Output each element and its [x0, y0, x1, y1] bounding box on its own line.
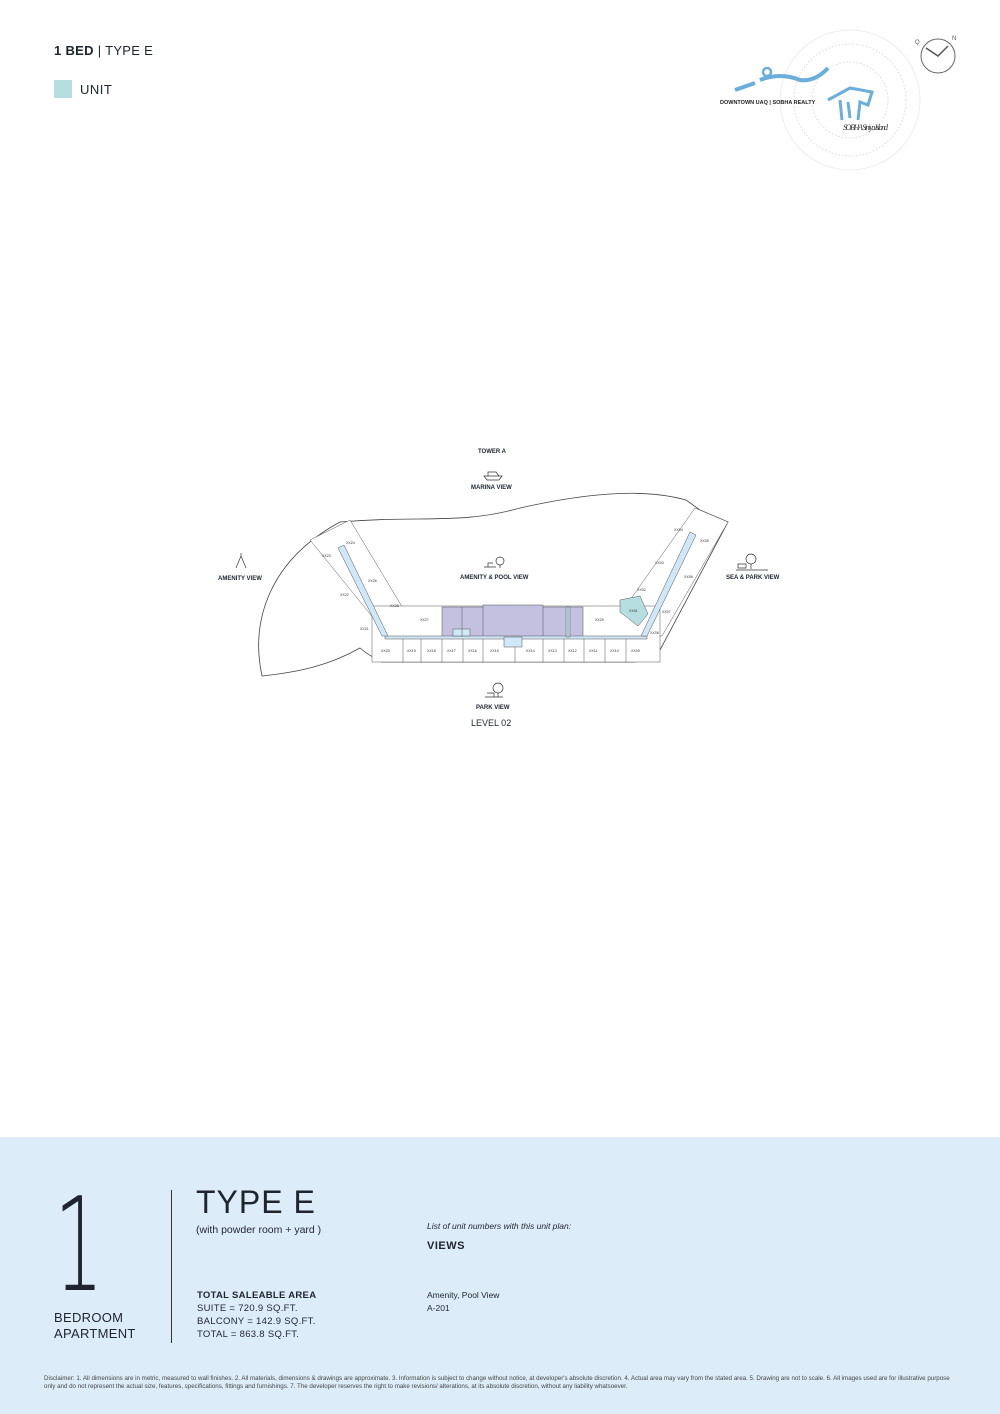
unit-label: XX07	[662, 610, 671, 614]
coastline-icon	[734, 66, 830, 92]
park-icon	[485, 682, 504, 698]
unit-number: A-201	[427, 1303, 450, 1313]
pool-tree-icon	[484, 556, 505, 568]
key-map: DOWNTOWN UAQ | SOBHA REALTY SOBHA Siniya…	[720, 29, 956, 171]
unit-label: XX03	[655, 561, 664, 565]
views-heading: VIEWS	[427, 1240, 465, 1252]
unit-label: XX05	[700, 539, 709, 543]
tower-label: TOWER A	[478, 449, 507, 455]
disclaimer: Disclaimer: 1. All dimensions are in met…	[44, 1375, 950, 1390]
view-info: Amenity, Pool View A-201	[427, 1289, 499, 1315]
unit-list-heading: List of unit numbers with this unit plan…	[427, 1221, 572, 1231]
unit-label: XX25	[390, 604, 399, 608]
legend: UNIT	[54, 80, 112, 98]
unit-label: XX08	[650, 631, 659, 635]
area-title: TOTAL SALEABLE AREA	[197, 1290, 317, 1301]
unit-label: XX20	[381, 649, 390, 653]
plan-title: 1 BED | TYPE E	[54, 43, 153, 58]
type-subtitle: (with powder room + yard )	[196, 1224, 322, 1236]
bedroom-count: 1	[54, 1169, 104, 1321]
floor-plan: TOWER A MARINA VIEW AMENITY VIEW AMENITY…	[218, 449, 780, 728]
unit-label: XX27	[420, 618, 429, 622]
suite-area: SUITE = 720.9 SQ.FT.	[197, 1303, 298, 1314]
unit-label: XX22	[340, 593, 349, 597]
total-area: TOTAL = 863.8 SQ.FT.	[197, 1329, 300, 1340]
unit-label: XX14	[526, 649, 535, 653]
view-name: Amenity, Pool View	[427, 1290, 500, 1300]
unit-type: TYPE E	[105, 43, 154, 58]
unit-label: XX12	[568, 649, 577, 653]
island-icon	[827, 86, 874, 121]
amenity-view-label: AMENITY VIEW	[218, 576, 262, 582]
unit-label: XX29	[595, 618, 604, 622]
bed-count: 1 BED	[54, 43, 94, 58]
unit-label: XX16	[468, 649, 477, 653]
compass-q: Q	[915, 40, 920, 46]
unit-label: XX24	[346, 541, 355, 545]
park-view-label: PARK VIEW	[476, 705, 510, 711]
unit-label: XX04	[674, 528, 683, 532]
compass-icon: Q N	[915, 36, 956, 74]
balcony-area: BALCONY = 142.9 SQ.FT.	[197, 1316, 316, 1327]
unit-label: XX06	[684, 575, 693, 579]
unit-label: XX26	[368, 579, 377, 583]
unit-label: XX11	[589, 649, 598, 653]
unit-label: XX13	[548, 649, 557, 653]
logo-text: SOBHA Siniya Island	[843, 123, 889, 132]
unit-label: XX23	[322, 554, 331, 558]
sea-park-view-label: SEA & PARK VIEW	[726, 575, 780, 581]
unit-label: XX10	[610, 649, 619, 653]
separator: |	[93, 43, 106, 58]
unit-label: XX19	[407, 649, 416, 653]
compass-n: N	[952, 36, 956, 42]
unit-swatch	[54, 80, 72, 98]
footer-panel	[0, 1137, 1000, 1414]
unit-label: XX02	[637, 588, 646, 592]
divider	[171, 1190, 172, 1343]
boat-icon	[483, 471, 503, 481]
unit-label: XX01	[629, 609, 638, 613]
unit-label: XX18	[427, 649, 436, 653]
area-block: TOTAL SALEABLE AREA SUITE = 720.9 SQ.FT.…	[197, 1289, 316, 1341]
building-outline	[309, 507, 729, 663]
unit-label: XX17	[447, 649, 456, 653]
bedroom-label-line1: BEDROOM	[54, 1310, 124, 1325]
amenity-icon	[235, 553, 247, 569]
unit-label: XX21	[360, 627, 369, 631]
unit-label: XX15	[490, 649, 499, 653]
level-label: LEVEL 02	[471, 718, 511, 728]
map-caption: DOWNTOWN UAQ | SOBHA REALTY	[720, 100, 816, 106]
marina-view-label: MARINA VIEW	[471, 485, 512, 491]
type-heading: TYPE E	[196, 1184, 316, 1220]
amenity-pool-view-label: AMENITY & POOL VIEW	[460, 575, 529, 581]
legend-label: UNIT	[80, 81, 113, 97]
unit-label: XX09	[631, 649, 640, 653]
unit-labels: XX24 XX23 XX26 XX22 XX25 XX21 XX27 XX20 …	[322, 528, 709, 653]
bedroom-label-line2: APARTMENT	[54, 1326, 136, 1341]
sea-park-icon	[736, 553, 768, 571]
